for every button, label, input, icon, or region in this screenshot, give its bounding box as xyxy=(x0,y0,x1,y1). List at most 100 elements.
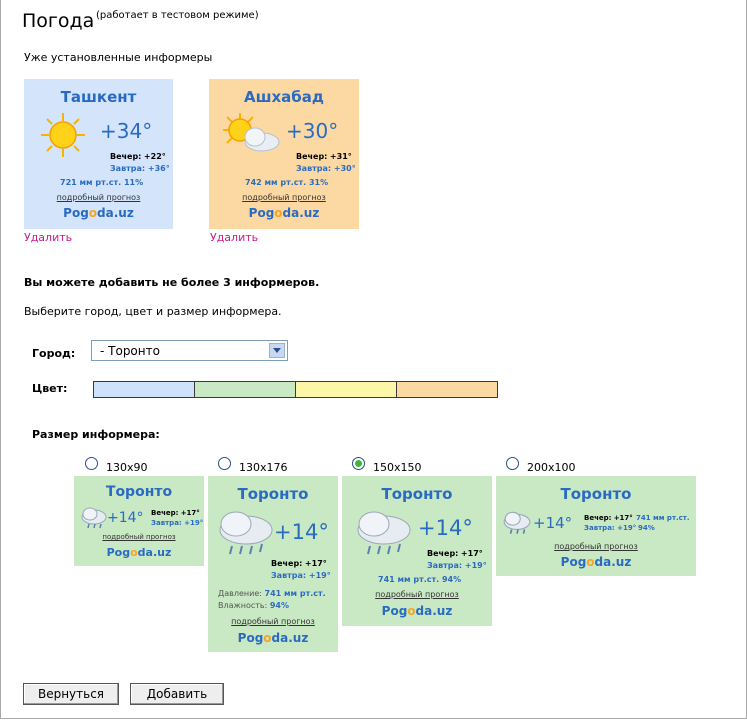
choose-instructions: Выберите город, цвет и размер информера. xyxy=(24,305,282,318)
details-link[interactable]: подробный прогноз xyxy=(375,590,459,599)
informer-tomorrow: Завтра: +19° xyxy=(271,571,331,580)
informer-evening: Вечер: +31° xyxy=(296,152,352,161)
rain-cloud-icon xyxy=(502,511,532,538)
size-radio-130x176[interactable] xyxy=(218,457,231,470)
preview-200x100[interactable]: Торонто +14° Вечер: +17° 741 мм рт.ст. З… xyxy=(496,476,696,576)
evening-value: +17° xyxy=(304,559,327,568)
city-select[interactable]: - Торонто xyxy=(91,340,288,361)
informer-evening: Вечер: +22° xyxy=(110,152,166,161)
tomorrow-value: +19° xyxy=(617,524,637,532)
tomorrow-label: Завтра: xyxy=(584,524,615,532)
preview-150x150[interactable]: Торонто +14° Вечер: +17° Завтра: +19° 74… xyxy=(342,476,492,626)
color-swatch-green[interactable] xyxy=(195,382,296,397)
pressure-value: 741 мм рт.ст. xyxy=(264,589,326,598)
color-swatch-orange[interactable] xyxy=(397,382,497,397)
evening-label: Вечер: xyxy=(296,152,328,161)
informer-city: Торонто xyxy=(560,485,632,503)
logo-text-b: da.uz xyxy=(594,555,632,569)
chevron-down-icon[interactable] xyxy=(269,343,285,358)
size-radio-130x90[interactable] xyxy=(85,457,98,470)
evening-value: +31° xyxy=(329,152,352,161)
rain-cloud-icon xyxy=(80,507,108,532)
tomorrow-value: +36° xyxy=(147,164,170,173)
size-label-130x176: 130x176 xyxy=(239,461,288,474)
pogoda-logo: Pogoda.uz xyxy=(496,555,696,569)
pogoda-logo: Pogoda.uz xyxy=(74,546,204,559)
informer-tomorrow: Завтра: +19° xyxy=(151,519,203,527)
informer-evening: Вечер: +17° xyxy=(271,559,327,568)
informer-temperature: +14° xyxy=(533,514,573,532)
size-label-200x100: 200x100 xyxy=(527,461,576,474)
informer-temperature: +14° xyxy=(274,520,329,544)
informer-tomorrow: Завтра: +36° xyxy=(110,164,170,173)
preview-130x176[interactable]: Торонто +14° Вечер: +17° Завтра: +19° Да… xyxy=(208,476,338,652)
informer-ashgabat: Ашхабад +30° Вечер: +31° Завтра: +30° 74… xyxy=(209,79,359,229)
page-title: Погода xyxy=(22,10,95,32)
logo-sun-o: o xyxy=(130,546,138,559)
size-label-150x150: 150x150 xyxy=(373,461,422,474)
logo-sun-o: o xyxy=(263,631,272,645)
size-radio-200x100[interactable] xyxy=(506,457,519,470)
informer-humidity-short: 94% xyxy=(638,524,655,532)
informer-pressure: 741 мм рт.ст. 94% xyxy=(378,575,462,584)
tomorrow-label: Завтра: xyxy=(110,164,146,173)
delete-tashkent-link[interactable]: Удалить xyxy=(24,231,73,244)
delete-ashgabat-link[interactable]: Удалить xyxy=(210,231,259,244)
installed-informers-label: Уже установленные информеры xyxy=(24,51,213,64)
color-swatch-yellow[interactable] xyxy=(296,382,397,397)
informer-pressure-short: 741 мм рт.ст. xyxy=(636,514,690,522)
size-label-130x90: 130x90 xyxy=(106,461,148,474)
tomorrow-value: +30° xyxy=(333,164,356,173)
logo-sun-o: o xyxy=(407,604,416,618)
logo-text-b: da.uz xyxy=(282,206,320,220)
tomorrow-label: Завтра: xyxy=(151,519,182,527)
details-link[interactable]: подробный прогноз xyxy=(554,542,638,551)
logo-text-b: da.uz xyxy=(415,604,453,618)
city-select-value: - Торонто xyxy=(100,344,160,358)
sun-icon xyxy=(40,112,86,161)
sun-cloud-icon xyxy=(222,112,282,161)
logo-text-a: Pog xyxy=(237,631,264,645)
details-link[interactable]: подробный прогноз xyxy=(102,533,176,541)
informer-city: Ашхабад xyxy=(243,88,325,106)
informer-city: Торонто xyxy=(105,484,173,500)
pogoda-logo: Pogoda.uz xyxy=(342,604,492,618)
back-button[interactable]: Вернуться xyxy=(23,683,119,705)
evening-value: +17° xyxy=(180,509,200,517)
logo-sun-o: o xyxy=(88,206,98,220)
tomorrow-label: Завтра: xyxy=(271,571,307,580)
color-swatch-blue[interactable] xyxy=(94,382,195,397)
details-link[interactable]: подробный прогноз xyxy=(56,193,141,202)
pogoda-logo: Pogoda.uz xyxy=(208,631,338,645)
informer-evening: Вечер: +17° xyxy=(584,514,633,522)
size-radio-150x150[interactable] xyxy=(352,457,365,470)
informer-tomorrow: Завтра: +19° xyxy=(427,561,487,570)
preview-130x90[interactable]: Торонто +14° Вечер: +17° Завтра: +19° по… xyxy=(74,476,204,566)
evening-label: Вечер: xyxy=(271,559,303,568)
logo-text-b: da.uz xyxy=(137,546,172,559)
pressure-label: Давление: xyxy=(218,589,262,598)
pogoda-logo: Pogoda.uz xyxy=(209,206,359,220)
tomorrow-label: Завтра: xyxy=(427,561,463,570)
informer-temperature: +30° xyxy=(286,119,339,143)
informer-city: Ташкент xyxy=(60,88,137,106)
informer-tomorrow: Завтра: +30° xyxy=(296,164,356,173)
details-link[interactable]: подробный прогноз xyxy=(242,193,326,202)
informer-evening: Вечер: +17° xyxy=(427,549,483,558)
informer-temperature: +14° xyxy=(107,510,144,526)
informer-temperature: +14° xyxy=(418,516,473,540)
logo-text-a: Pog xyxy=(248,206,275,220)
size-label: Размер информера: xyxy=(32,428,160,441)
add-button[interactable]: Добавить xyxy=(130,683,224,705)
informer-evening: Вечер: +17° xyxy=(151,509,200,517)
logo-text-b: da.uz xyxy=(271,631,309,645)
logo-text-a: Pog xyxy=(560,555,587,569)
informer-pressure: 721 мм рт.ст. 11% xyxy=(60,178,144,187)
evening-label: Вечер: xyxy=(110,152,142,161)
logo-text-a: Pog xyxy=(106,546,131,559)
informer-pressure: 742 мм рт.ст. 31% xyxy=(245,178,329,187)
tomorrow-value: +19° xyxy=(464,561,487,570)
informer-tomorrow: Завтра: +19° xyxy=(584,524,636,532)
rain-cloud-icon xyxy=(216,510,274,559)
details-link[interactable]: подробный прогноз xyxy=(231,617,315,626)
